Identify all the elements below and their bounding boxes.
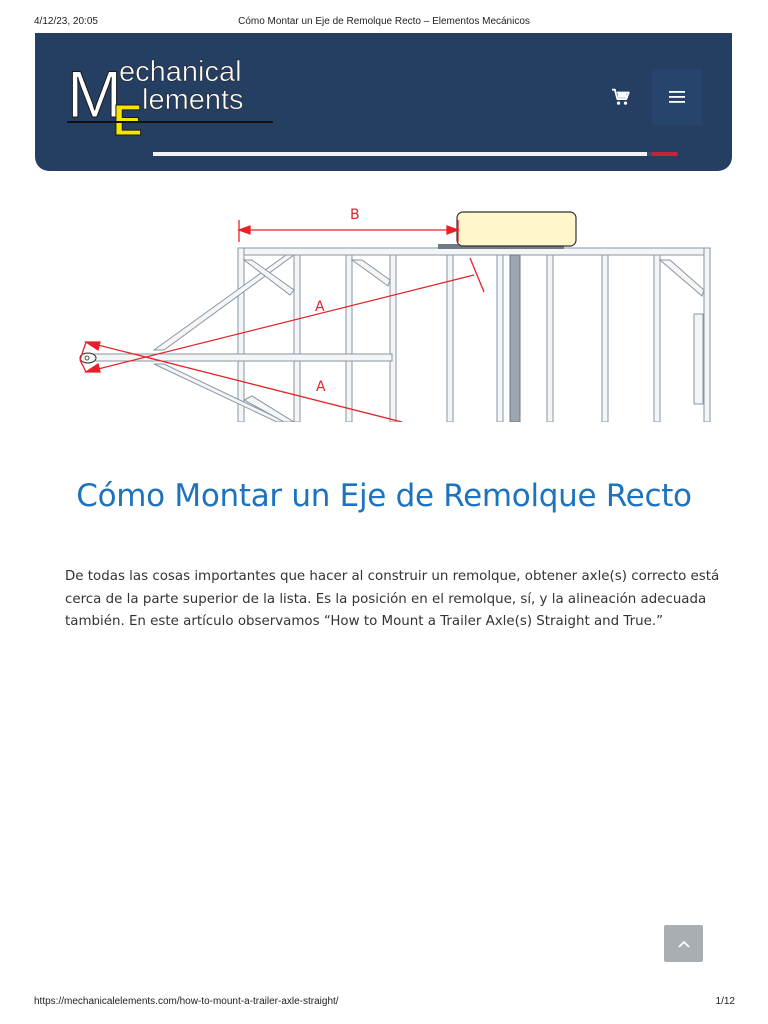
cart-button[interactable] bbox=[600, 71, 642, 123]
print-header: 4/12/23, 20:05 Cómo Montar un Eje de Rem… bbox=[0, 14, 768, 30]
logo-big-e: E bbox=[113, 96, 142, 137]
reading-progress-bar bbox=[153, 152, 678, 156]
reading-progress-accent bbox=[652, 152, 677, 156]
hamburger-menu-icon bbox=[669, 91, 685, 103]
reading-progress-fill bbox=[153, 152, 647, 156]
site-header: M echanical E lements bbox=[35, 33, 732, 171]
article-title: Cómo Montar un Eje de Remolque Recto bbox=[76, 478, 692, 514]
article-intro: De todas las cosas importantes que hacer… bbox=[65, 569, 720, 629]
print-page-title: Cómo Montar un Eje de Remolque Recto – E… bbox=[238, 16, 530, 27]
chevron-up-icon bbox=[677, 940, 690, 948]
wheel-tire bbox=[456, 211, 577, 247]
logo-underline bbox=[67, 121, 273, 123]
label-a-bottom: A bbox=[316, 379, 326, 395]
site-logo[interactable]: M echanical E lements bbox=[67, 55, 277, 137]
label-a-top: A bbox=[315, 299, 325, 315]
logo-line1: echanical bbox=[119, 56, 242, 88]
print-url: https://mechanicalelements.com/how-to-mo… bbox=[34, 996, 339, 1007]
trailer-axle-diagram: B A A bbox=[79, 207, 711, 422]
trailer-frame bbox=[83, 247, 711, 422]
logo-big-m: M bbox=[67, 57, 122, 131]
logo-line2: lements bbox=[142, 84, 244, 116]
print-page-number: 1/12 bbox=[715, 996, 735, 1007]
scroll-to-top-button[interactable] bbox=[664, 925, 703, 962]
print-datetime: 4/12/23, 20:05 bbox=[34, 16, 98, 27]
label-b: B bbox=[350, 207, 360, 223]
measurement-lines bbox=[79, 220, 485, 422]
menu-toggle-button[interactable] bbox=[652, 69, 702, 125]
print-footer: https://mechanicalelements.com/how-to-mo… bbox=[0, 995, 768, 1011]
axle-beam bbox=[509, 254, 521, 422]
shopping-cart-icon bbox=[612, 88, 630, 105]
